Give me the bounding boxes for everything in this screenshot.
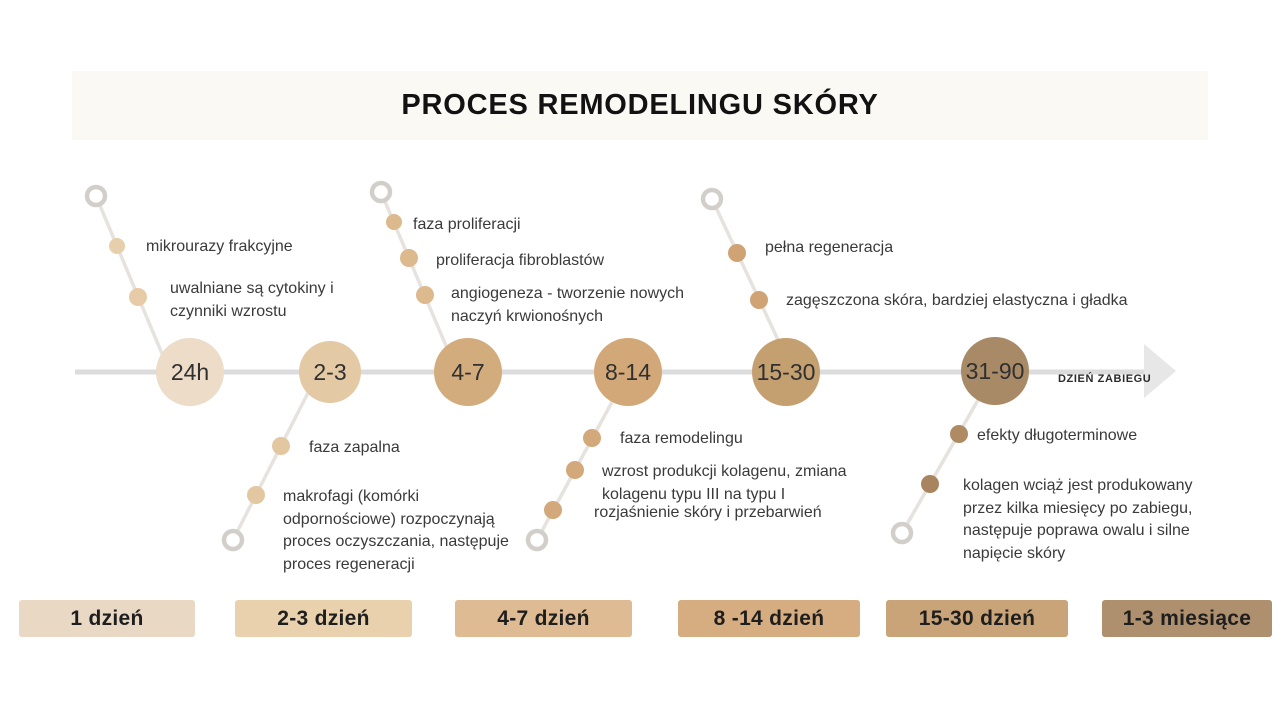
branch-line-15-30	[710, 198, 781, 343]
node-label-31-90: 31-90	[966, 358, 1025, 384]
bullet-dot	[400, 249, 418, 267]
note-31-90-2: kolagen wciąż jest produkowany przez kil…	[963, 477, 1193, 563]
bullet-dot	[544, 501, 562, 519]
legend-item-1-3-miesiace: 1-3 miesiące	[1102, 600, 1272, 637]
node-label-2-3: 2-3	[313, 359, 346, 385]
branch-ring-icon	[221, 528, 245, 552]
branch-line-31-90	[900, 399, 980, 534]
node-label-8-14: 8-14	[605, 359, 651, 385]
branch-ring-icon	[84, 184, 108, 208]
bullet-dot	[728, 244, 746, 262]
branch-line-24h	[94, 195, 170, 369]
branch-ring-icon	[890, 521, 914, 545]
node-label-24h: 24h	[171, 359, 209, 385]
branch-line-2-3	[231, 384, 314, 541]
note-31-90-1: efekty długoterminowe	[977, 427, 1138, 444]
branch-ring-icon	[369, 180, 393, 204]
timeline-node-4-7	[434, 338, 502, 406]
node-label-4-7: 4-7	[451, 359, 484, 385]
legend-row: 1 dzień 2-3 dzień 4-7 dzień 8 -14 dzień …	[0, 600, 1280, 638]
bullet-dot	[386, 214, 402, 230]
timeline-node-8-14	[594, 338, 662, 406]
bullet-dot	[109, 238, 125, 254]
note-4-7-3: angiogeneza - tworzenie nowych naczyń kr…	[451, 285, 685, 325]
note-24h-1: mikrourazy frakcyjne	[146, 238, 293, 255]
branch-ring-icon	[700, 187, 724, 211]
legend-item-15-30-dzien: 15-30 dzień	[886, 600, 1068, 637]
note-15-30-2: zagęszczona skóra, bardziej elastyczna i…	[786, 292, 1128, 309]
timeline-node-2-3	[299, 341, 361, 403]
legend-item-1-dzien: 1 dzień	[19, 600, 195, 637]
bullet-dot	[129, 288, 147, 306]
bullet-dot	[750, 291, 768, 309]
bullet-dot	[272, 437, 290, 455]
axis-label: DZIEŃ ZABIEGU	[1058, 373, 1152, 385]
bullet-dot	[950, 425, 968, 443]
title-banner: PROCES REMODELINGU SKÓRY	[72, 71, 1208, 140]
branch-ring-icon	[525, 528, 549, 552]
timeline-node-24h	[156, 338, 224, 406]
note-8-14-1: faza remodelingu	[620, 430, 743, 447]
legend-item-2-3-dzien: 2-3 dzień	[235, 600, 412, 637]
legend-item-4-7-dzien: 4-7 dzień	[455, 600, 632, 637]
note-2-3-1: faza zapalna	[309, 439, 400, 456]
bullet-dot	[921, 475, 939, 493]
note-2-3-2: makrofagi (komórki odpornościowe) rozpoc…	[283, 488, 509, 574]
bullet-dot	[566, 461, 584, 479]
bullet-dot	[416, 286, 434, 304]
note-8-14-3: rozjaśnienie skóry i przebarwień	[594, 504, 822, 521]
bullet-dot	[583, 429, 601, 447]
note-8-14-2: wzrost produkcji kolagenu, zmiana kolage…	[602, 463, 847, 503]
timeline-arrow-icon	[1144, 344, 1176, 398]
legend-item-8-14-dzien: 8 -14 dzień	[678, 600, 860, 637]
note-15-30-1: pełna regeneracja	[765, 239, 894, 256]
timeline-node-15-30	[752, 338, 820, 406]
timeline-node-31-90	[961, 337, 1029, 405]
page-title: PROCES REMODELINGU SKÓRY	[401, 89, 879, 121]
node-label-15-30: 15-30	[757, 359, 816, 385]
note-24h-2: uwalniane są cytokiny i czynniki wzrostu	[170, 280, 334, 320]
note-4-7-2: proliferacja fibroblastów	[436, 252, 605, 269]
note-4-7-1: faza proliferacji	[413, 216, 521, 233]
bullet-dot	[247, 486, 265, 504]
